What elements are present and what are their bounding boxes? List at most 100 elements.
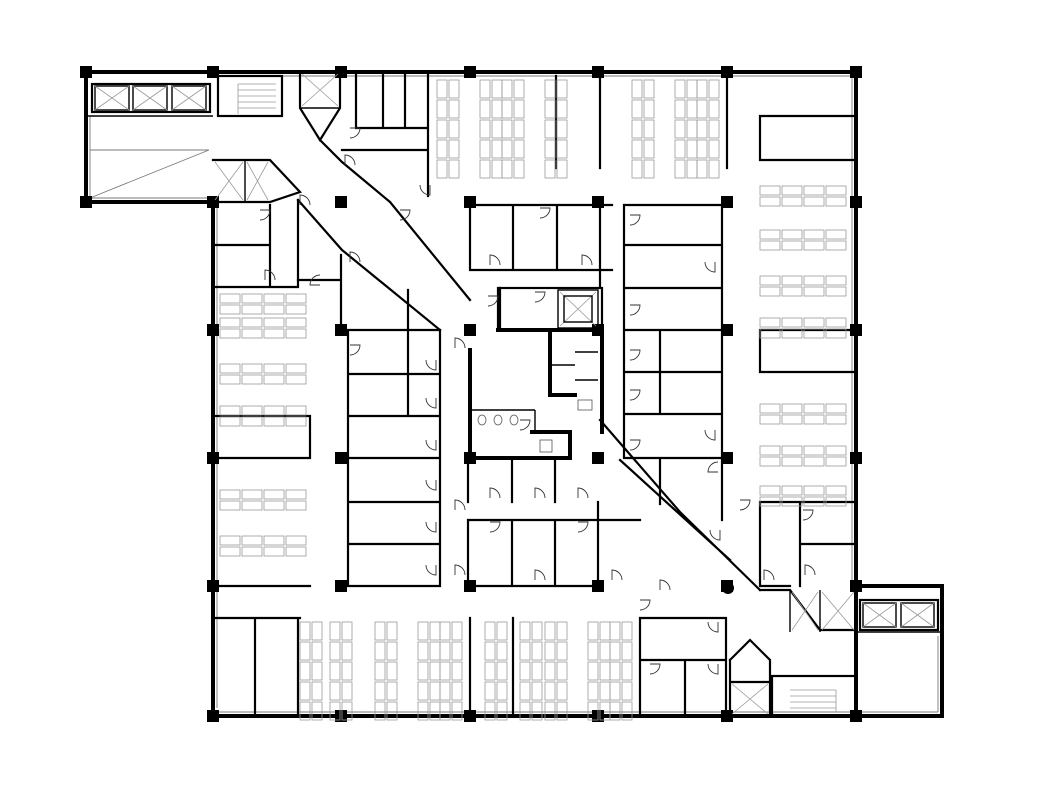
door-swing-icon bbox=[629, 439, 641, 451]
workstation-desk-icon bbox=[329, 661, 341, 681]
workstation-desk-icon bbox=[696, 119, 708, 139]
workstation-desk-icon bbox=[781, 286, 803, 297]
workstation-desk-icon bbox=[479, 119, 491, 139]
workstation-desk-icon bbox=[285, 546, 307, 557]
workstation-desk-icon bbox=[686, 99, 698, 119]
workstation-desk-icon bbox=[386, 621, 398, 641]
workstation-desk-icon bbox=[341, 621, 353, 641]
workstation-desk-icon bbox=[803, 317, 825, 328]
workstation-desk-icon bbox=[219, 363, 241, 374]
workstation-desk-icon bbox=[219, 405, 241, 416]
workstation-desk-icon bbox=[631, 79, 643, 99]
workstation-desk-icon bbox=[587, 641, 599, 661]
workstation-desk-icon bbox=[696, 79, 708, 99]
workstation-desk-icon bbox=[341, 661, 353, 681]
workstation-desk-icon bbox=[531, 621, 543, 641]
workstation-desk-icon bbox=[374, 701, 386, 721]
workstation-desk-icon bbox=[241, 535, 263, 546]
door-swing-icon bbox=[707, 461, 719, 473]
workstation-desk-icon bbox=[263, 293, 285, 304]
workstation-desk-icon bbox=[587, 621, 599, 641]
workstation-desk-icon bbox=[417, 621, 429, 641]
workstation-desk-icon bbox=[621, 641, 633, 661]
workstation-desk-icon bbox=[299, 681, 311, 701]
door-swing-icon bbox=[639, 599, 651, 611]
door-swing-icon bbox=[534, 569, 546, 581]
workstation-desk-icon bbox=[696, 139, 708, 159]
workstation-desk-icon bbox=[429, 681, 441, 701]
workstation-desk-icon bbox=[285, 535, 307, 546]
workstation-desk-icon bbox=[479, 79, 491, 99]
door-swing-icon bbox=[611, 569, 623, 581]
workstation-desk-icon bbox=[311, 681, 323, 701]
workstation-desk-icon bbox=[708, 159, 720, 179]
workstation-desk-icon bbox=[643, 159, 655, 179]
workstation-desk-icon bbox=[241, 304, 263, 315]
workstation-desk-icon bbox=[436, 139, 448, 159]
workstation-desk-icon bbox=[519, 621, 531, 641]
elevator-car-icon bbox=[862, 602, 935, 628]
door-swing-icon bbox=[629, 349, 641, 361]
workstation-desk-icon bbox=[556, 701, 568, 721]
workstation-desk-icon bbox=[759, 196, 781, 207]
workstation-desk-icon bbox=[708, 119, 720, 139]
toilet-fixture-icon bbox=[477, 399, 593, 453]
workstation-desk-icon bbox=[374, 681, 386, 701]
workstation-desk-icon bbox=[329, 681, 341, 701]
structural-column-icon bbox=[721, 324, 733, 336]
workstation-desk-icon bbox=[513, 79, 525, 99]
workstation-desk-icon bbox=[759, 403, 781, 414]
workstation-desk-icon bbox=[609, 661, 621, 681]
structural-column-icon bbox=[721, 452, 733, 464]
workstation-desk-icon bbox=[759, 185, 781, 196]
workstation-desk-icon bbox=[374, 621, 386, 641]
workstation-desk-icon bbox=[686, 139, 698, 159]
door-swing-icon bbox=[534, 291, 546, 303]
door-swing-icon bbox=[489, 254, 501, 266]
workstation-desk-icon bbox=[501, 79, 513, 99]
structural-column-icon bbox=[850, 580, 862, 592]
workstation-desk-icon bbox=[501, 119, 513, 139]
workstation-desk-icon bbox=[696, 99, 708, 119]
open-plan-workstations bbox=[219, 79, 847, 721]
workstation-desk-icon bbox=[241, 489, 263, 500]
door-swing-icon bbox=[804, 564, 816, 576]
workstation-desk-icon bbox=[674, 159, 686, 179]
workstation-desk-icon bbox=[609, 681, 621, 701]
workstation-desk-icon bbox=[484, 661, 496, 681]
workstation-desk-icon bbox=[386, 661, 398, 681]
workstation-desk-icon bbox=[556, 119, 568, 139]
workstation-desk-icon bbox=[544, 681, 556, 701]
workstation-desk-icon bbox=[556, 661, 568, 681]
workstation-desk-icon bbox=[436, 99, 448, 119]
workstation-desk-icon bbox=[556, 681, 568, 701]
workstation-desk-icon bbox=[241, 500, 263, 511]
door-swing-icon bbox=[739, 499, 751, 511]
workstation-desk-icon bbox=[781, 317, 803, 328]
workstation-desk-icon bbox=[285, 317, 307, 328]
workstation-desk-icon bbox=[544, 119, 556, 139]
workstation-desk-icon bbox=[241, 374, 263, 385]
workstation-desk-icon bbox=[285, 328, 307, 339]
structural-column-icon bbox=[207, 710, 219, 722]
workstation-desk-icon bbox=[631, 139, 643, 159]
restroom bbox=[477, 399, 593, 453]
workstation-desk-icon bbox=[448, 159, 460, 179]
workstation-desk-icon bbox=[285, 293, 307, 304]
door-swing-icon bbox=[489, 487, 501, 499]
door-swing-icon bbox=[349, 251, 361, 263]
structural-column-icon bbox=[592, 66, 604, 78]
workstation-desk-icon bbox=[299, 641, 311, 661]
door-swing-icon bbox=[709, 529, 721, 541]
workstation-desk-icon bbox=[686, 79, 698, 99]
workstation-desk-icon bbox=[429, 641, 441, 661]
workstation-desk-icon bbox=[285, 416, 307, 427]
workstation-desk-icon bbox=[219, 535, 241, 546]
workstation-desk-icon bbox=[241, 546, 263, 557]
door-swing-icon bbox=[581, 254, 593, 266]
workstation-desk-icon bbox=[825, 240, 847, 251]
workstation-desk-icon bbox=[448, 119, 460, 139]
workstation-desk-icon bbox=[631, 99, 643, 119]
workstation-desk-icon bbox=[374, 661, 386, 681]
workstation-desk-icon bbox=[621, 621, 633, 641]
